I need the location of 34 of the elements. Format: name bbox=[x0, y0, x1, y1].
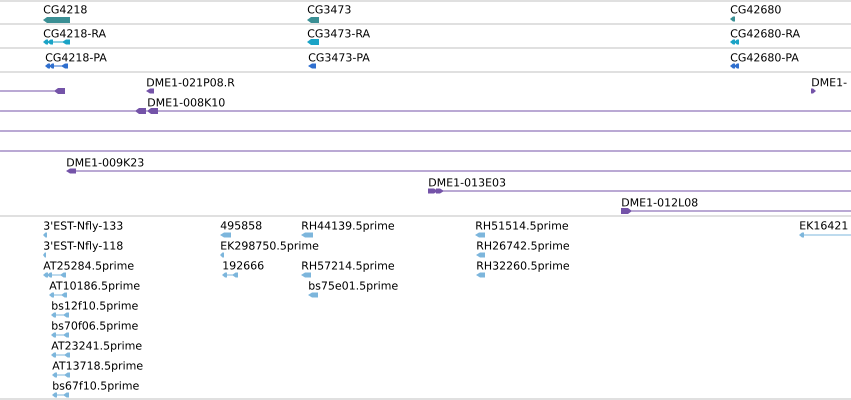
feature-label: DME1-021P08.R bbox=[147, 78, 235, 87]
feature-label: DME1-009K23 bbox=[67, 158, 144, 167]
feature-label: 495858 bbox=[220, 221, 262, 230]
feature-label: CG42680-RA bbox=[730, 29, 800, 38]
feature-label: DME1- bbox=[812, 78, 847, 86]
feature-label: DME1-008K10 bbox=[148, 98, 225, 107]
feature-label: AT25284.5prime bbox=[43, 261, 134, 272]
feature-label: RH32260.5prime bbox=[477, 261, 570, 272]
feature-label: bs70f06.5prime bbox=[52, 321, 138, 332]
feature-label: AT13718.5prime bbox=[52, 361, 143, 372]
feature-label: EK298750.5prime bbox=[221, 241, 318, 252]
feature-label: CG42680-PA bbox=[730, 53, 799, 62]
feature-label: EK16421 bbox=[800, 221, 848, 230]
feature-label: bs67f10.5prime bbox=[53, 381, 139, 392]
feature-label: DME1-013E03 bbox=[429, 178, 506, 187]
feature-label: CG4218 bbox=[44, 5, 87, 14]
feature-label: DME1-012L08 bbox=[622, 198, 698, 207]
feature-label: CG3473-RA bbox=[308, 29, 370, 38]
feature-label: CG4218-RA bbox=[44, 29, 106, 38]
feature-label: RH51514.5prime bbox=[476, 221, 568, 232]
feature-label: 3'EST-Nfly-133 bbox=[44, 221, 122, 232]
feature-label: bs75e01.5prime bbox=[309, 281, 398, 292]
feature-label: CG3473-PA bbox=[308, 53, 370, 62]
feature-label: RH57214.5prime bbox=[302, 261, 394, 272]
feature-label: RH44139.5prime bbox=[302, 221, 394, 232]
feature-label: CG4218-PA bbox=[46, 53, 107, 62]
feature-label: RH26742.5prime bbox=[477, 241, 570, 252]
feature-label: AT10186.5prime bbox=[49, 281, 140, 292]
feature-label: CG42680 bbox=[730, 5, 781, 14]
feature-label: bs12f10.5prime bbox=[52, 301, 138, 312]
feature-label: CG3473 bbox=[308, 5, 350, 14]
feature-label: 3'EST-Nfly-118 bbox=[44, 241, 123, 252]
feature-label: 192666 bbox=[223, 261, 264, 270]
feature-label: AT23241.5prime bbox=[51, 341, 142, 352]
